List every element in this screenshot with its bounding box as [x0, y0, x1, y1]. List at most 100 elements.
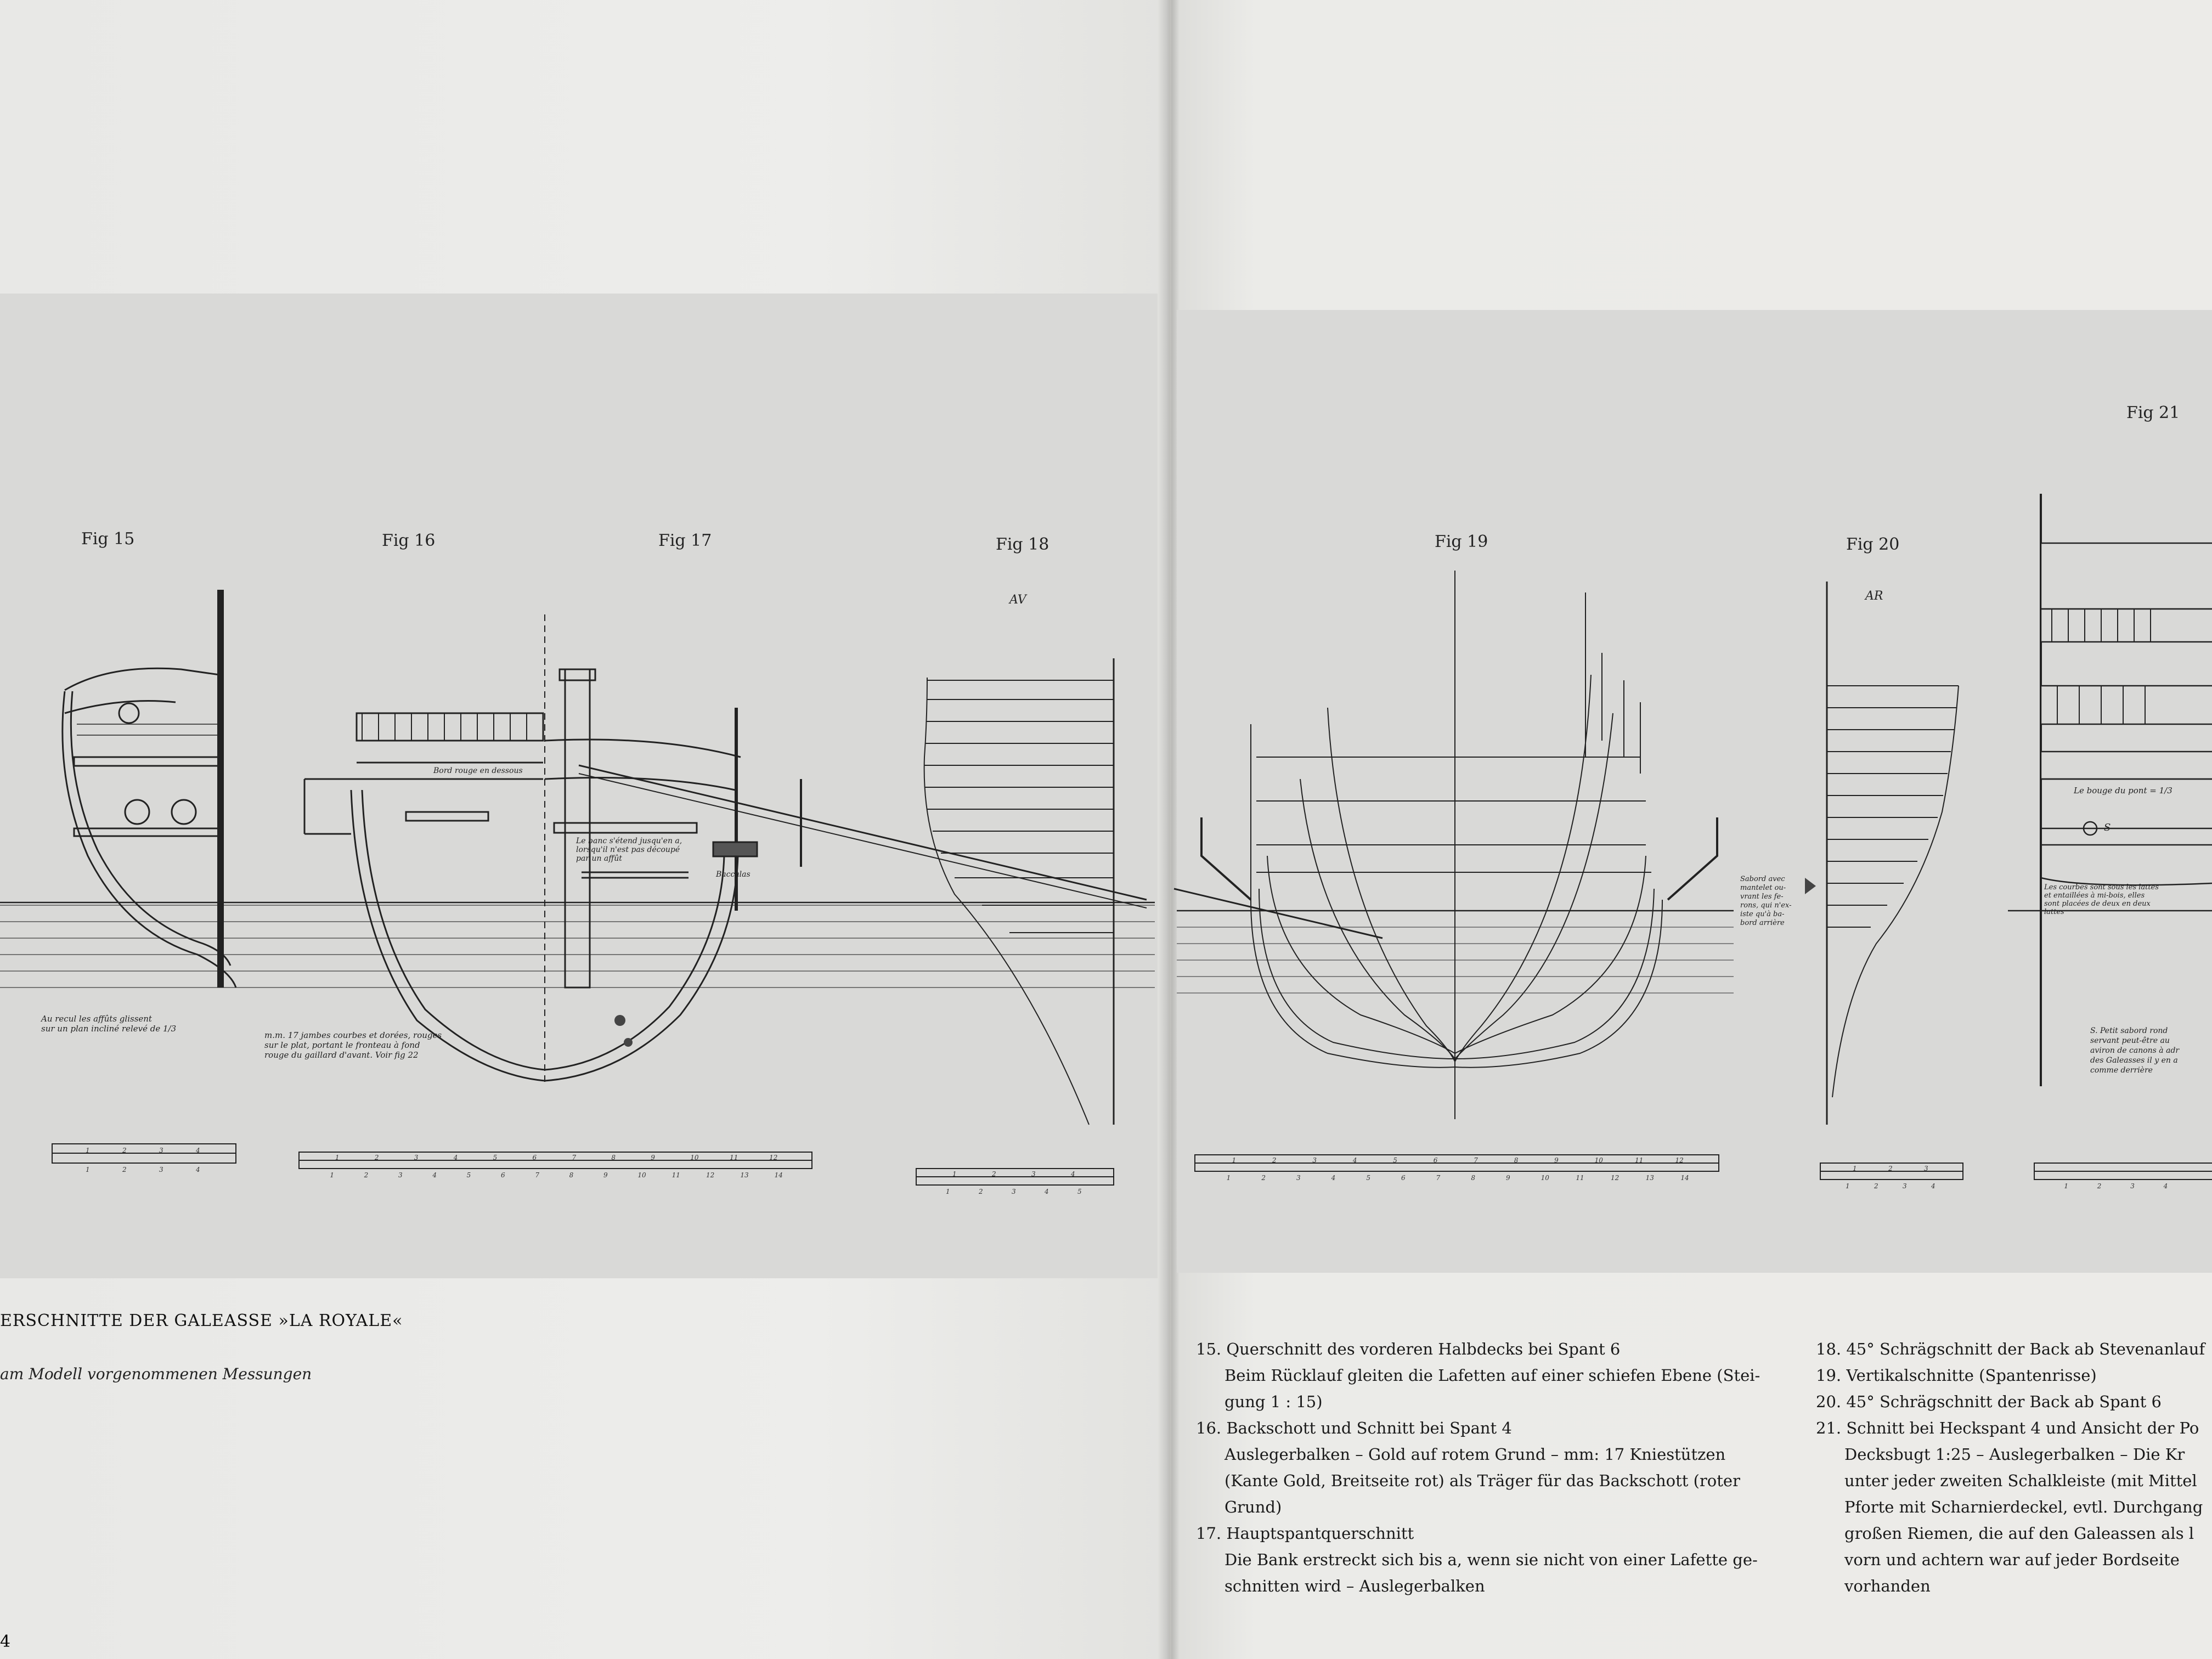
- scale-tick-label: 5: [493, 1154, 498, 1161]
- scale-tick-label: 2: [122, 1166, 127, 1173]
- scale-tick-label: 10: [637, 1171, 646, 1179]
- scale-tick-label: 2: [1874, 1182, 1878, 1190]
- scale-tick-label: 1: [1853, 1165, 1857, 1172]
- scale-tick-label: 2: [364, 1171, 369, 1179]
- fig18-label: Fig 18: [996, 535, 1049, 554]
- scale-tick-label: 4: [2163, 1182, 2168, 1190]
- scale-tick-label: 2: [1272, 1156, 1277, 1164]
- scale-tick-label: 6: [1433, 1156, 1438, 1164]
- fig21-s-label: S: [2104, 822, 2111, 833]
- scale-tick-label: 3: [1031, 1170, 1036, 1178]
- plate-title: ERSCHNITTE DER GALEASSE »LA ROYALE«: [0, 1311, 403, 1330]
- fig21-label: Fig 21: [2126, 403, 2180, 422]
- scale-tick-label: 9: [603, 1171, 608, 1179]
- scale-tick-label: 3: [1012, 1188, 1016, 1195]
- scale-tick-label: 1: [330, 1171, 334, 1179]
- scale-tick-label: 3: [1903, 1182, 1907, 1190]
- scale-tick-label: 1: [1846, 1182, 1850, 1190]
- scale-tick-label: 3: [159, 1166, 163, 1173]
- plate-right: [1177, 310, 2212, 1273]
- scale-tick-label: 8: [1471, 1174, 1475, 1182]
- fig16-label: Fig 16: [382, 531, 436, 550]
- legend-item-text: (Kante Gold, Breitseite rot) als Träger …: [1224, 1471, 1740, 1490]
- legend-item-text: Die Bank erstreckt sich bis a, wenn sie …: [1224, 1550, 1758, 1569]
- scale-tick-label: 7: [535, 1171, 539, 1179]
- legend-item-text: schnitten wird – Auslegerbalken: [1224, 1577, 1485, 1595]
- fig17-note-line: Le banc s'étend jusqu'en a,: [576, 837, 682, 845]
- scale-tick-label: 12: [1611, 1174, 1620, 1182]
- fig21-note2: S. Petit sabord rond servant peut-être a…: [2090, 1026, 2179, 1075]
- legend-item: 17. Hauptspantquerschnitt: [1196, 1524, 1414, 1543]
- legend-left: 15. Querschnitt des vorderen Halbdecks b…: [1196, 1336, 1788, 1599]
- legend-item-text: unter jeder zweiten Schalkleiste (mit Mi…: [1844, 1471, 2197, 1490]
- legend-item-text: großen Riemen, die auf den Galeassen als…: [1844, 1524, 2194, 1543]
- scale-tick-label: 11: [672, 1171, 680, 1179]
- fig21-note2-line: servant peut-être au: [2090, 1036, 2170, 1045]
- fig17-label-baccalas: Baccalas: [716, 870, 751, 879]
- scale-tick-label: 7: [1436, 1174, 1441, 1182]
- scale-tick-label: 3: [1312, 1156, 1317, 1164]
- fig16-note-line: rouge du gaillard d'avant. Voir fig 22: [264, 1050, 419, 1060]
- scale-tick-label: 8: [611, 1154, 616, 1161]
- fig20-note-line: rons, qui n'ex-: [1740, 901, 1792, 910]
- plate-subtitle: am Modell vorgenommenen Messungen: [0, 1365, 312, 1383]
- scale-tick-label: 5: [466, 1171, 471, 1179]
- scale-tick-label: 9: [651, 1154, 655, 1161]
- fig21-note-line: Les courbes sont sous les lattes: [2044, 883, 2159, 891]
- scale-tick-label: 13: [1645, 1174, 1654, 1182]
- fig15-drawing: [61, 590, 237, 988]
- legend-item-text: Beim Rücklauf gleiten die Lafetten auf e…: [1224, 1366, 1760, 1385]
- scale-tick-label: 2: [122, 1147, 127, 1154]
- fig17-note-line: par un affût: [576, 854, 622, 863]
- fig21-note-line: sont placées de deux en deux: [2044, 900, 2151, 908]
- legend-item: 15. Querschnitt des vorderen Halbdecks b…: [1196, 1340, 1621, 1358]
- scale-tick-label: 2: [992, 1170, 996, 1178]
- fig18-drawing: [923, 658, 1115, 1125]
- legend-item: 18. 45° Schrägschnitt der Back ab Steven…: [1816, 1340, 2205, 1358]
- fig20-note-line: mantelet ou-: [1740, 884, 1786, 892]
- fig20-note-line: Sabord avec: [1740, 875, 1785, 883]
- scale-tick-label: 9: [1506, 1174, 1510, 1182]
- scale-bars: [52, 1143, 2212, 1186]
- scale-tick-label: 8: [1514, 1156, 1519, 1164]
- fig20-label: Fig 20: [1846, 535, 1900, 554]
- scale-tick-label: 3: [2130, 1182, 2135, 1190]
- scale-tick-label: 2: [1888, 1165, 1893, 1172]
- fig21-note2-line: aviron de canons à adr: [2090, 1046, 2180, 1055]
- scale-tick-label: 2: [374, 1154, 379, 1161]
- legend-item-text: Decksbugt 1:25 – Auslegerbalken – Die Kr: [1844, 1445, 2185, 1464]
- fig15-note: Au recul les affûts glissent sur un plan…: [41, 1014, 176, 1034]
- fig20-mark: AR: [1865, 589, 1883, 603]
- scale-tick-label: 3: [414, 1154, 419, 1161]
- scale-tick-label: 1: [86, 1166, 90, 1173]
- scale-tick-label: 12: [1675, 1156, 1684, 1164]
- scale-tick-label: 10: [1594, 1156, 1603, 1164]
- scale-tick-label: 6: [532, 1154, 537, 1161]
- scale-tick-label: 3: [1296, 1174, 1301, 1182]
- scale-tick-label: 1: [86, 1147, 90, 1154]
- scale-tick-label: 11: [1576, 1174, 1584, 1182]
- legend-item: 19. Vertikalschnitte (Spantenrisse): [1816, 1366, 2097, 1385]
- legend-right: 18. 45° Schrägschnitt der Back ab Steven…: [1816, 1336, 2212, 1599]
- scale-tick-label: 3: [398, 1171, 403, 1179]
- fig15-note-line: Au recul les affûts glissent: [41, 1014, 152, 1024]
- scale-tick-label: 11: [1635, 1156, 1644, 1164]
- scale-tick-label: 4: [1931, 1182, 1936, 1190]
- fig20-drawing: [1826, 582, 1959, 1125]
- page-number: 4: [0, 1632, 11, 1651]
- scale-tick-label: 7: [1474, 1156, 1478, 1164]
- fig21-note: Les courbes sont sous les lattes et enta…: [2044, 883, 2159, 916]
- fig21-note2-line: des Galeasses il y en a: [2090, 1056, 2178, 1065]
- book-gutter: [1158, 0, 1180, 1659]
- scale-tick-label: 4: [1331, 1174, 1336, 1182]
- scale-tick-label: 8: [569, 1171, 574, 1179]
- scale-tick-label: 4: [196, 1147, 200, 1154]
- scale-tick-label: 2: [2097, 1182, 2102, 1190]
- scale-tick-label: 12: [769, 1154, 778, 1161]
- fig15-label: Fig 15: [81, 529, 135, 549]
- fig21-note-line: et entaillées à mi-bois, elles: [2044, 891, 2145, 900]
- scale-tick-label: 2: [1261, 1174, 1266, 1182]
- scale-tick-label: 4: [432, 1171, 437, 1179]
- fig17-label: Fig 17: [658, 531, 712, 550]
- scale-tick-label: 4: [1352, 1156, 1357, 1164]
